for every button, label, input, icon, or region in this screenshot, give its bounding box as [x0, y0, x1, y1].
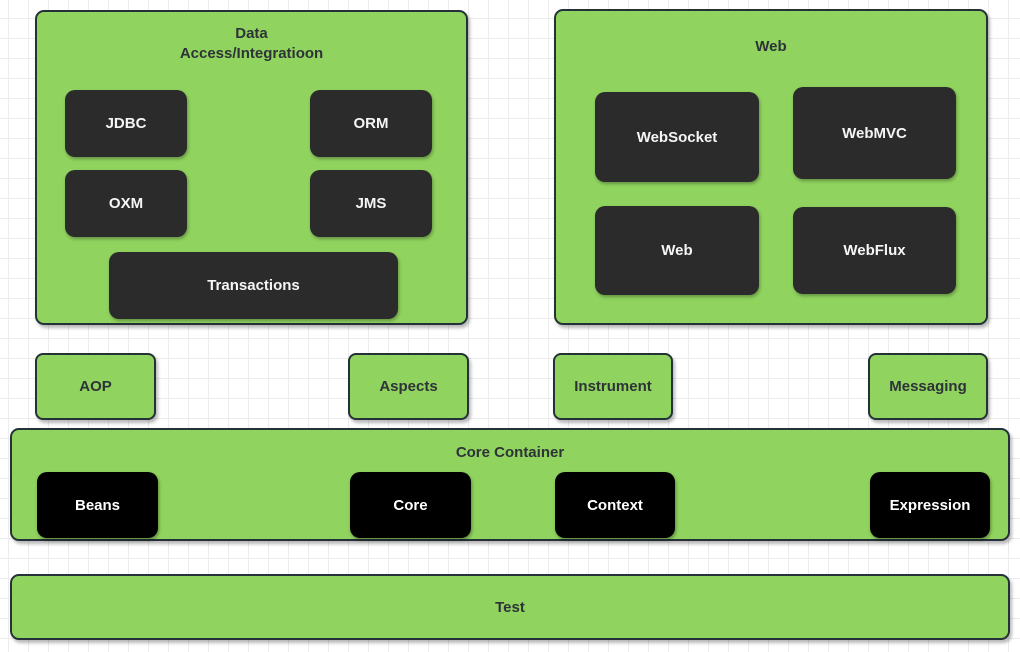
node-label: JMS: [355, 195, 387, 212]
node-label: ORM: [353, 115, 389, 132]
node-label: Transactions: [207, 277, 300, 294]
node-label: Core: [393, 496, 428, 514]
node-label: Expression: [889, 496, 971, 514]
node-orm[interactable]: ORM: [310, 90, 432, 157]
node-aop[interactable]: AOP: [35, 353, 156, 420]
section-core-container[interactable]: Core Container Beans Core Context Expres…: [10, 428, 1010, 541]
section-title-line1: Data: [235, 25, 268, 42]
section-title-test: Test: [495, 598, 525, 616]
section-data-access-integration[interactable]: Data Access/Integratioon JDBC ORM OXM JM…: [35, 10, 468, 325]
node-webflux[interactable]: WebFlux: [793, 207, 956, 294]
node-label: OXM: [108, 195, 144, 212]
node-beans[interactable]: Beans: [37, 472, 158, 538]
node-core[interactable]: Core: [350, 472, 471, 538]
node-context[interactable]: Context: [555, 472, 675, 538]
node-jdbc[interactable]: JDBC: [65, 90, 187, 157]
node-label: Instrument: [574, 378, 652, 395]
node-webmvc[interactable]: WebMVC: [793, 87, 956, 179]
node-oxm[interactable]: OXM: [65, 170, 187, 237]
section-test[interactable]: Test: [10, 574, 1010, 640]
node-label: WebMVC: [842, 124, 907, 142]
node-instrument[interactable]: Instrument: [553, 353, 673, 420]
node-label: JDBC: [105, 115, 147, 132]
node-messaging[interactable]: Messaging: [868, 353, 988, 420]
section-title-data-access: Data Access/Integratioon: [37, 24, 466, 64]
node-aspects[interactable]: Aspects: [348, 353, 469, 420]
section-title-web: Web: [755, 38, 787, 55]
node-websocket[interactable]: WebSocket: [595, 92, 759, 182]
node-label: Web: [661, 242, 693, 259]
node-label: Beans: [74, 496, 121, 514]
node-web[interactable]: Web: [595, 206, 759, 295]
node-label: WebSocket: [636, 128, 718, 146]
node-label: WebFlux: [843, 242, 906, 259]
section-title-core-container: Core Container: [455, 444, 565, 461]
section-title-line2: Access/Integratioon: [179, 45, 324, 62]
node-transactions[interactable]: Transactions: [109, 252, 398, 319]
section-web[interactable]: Web WebSocket WebMVC Web WebFlux: [554, 9, 988, 325]
node-label: Context: [587, 496, 643, 514]
node-jms[interactable]: JMS: [310, 170, 432, 237]
node-expression[interactable]: Expression: [870, 472, 990, 538]
node-label: AOP: [79, 378, 112, 395]
node-label: Aspects: [379, 378, 438, 395]
node-label: Messaging: [889, 378, 967, 395]
